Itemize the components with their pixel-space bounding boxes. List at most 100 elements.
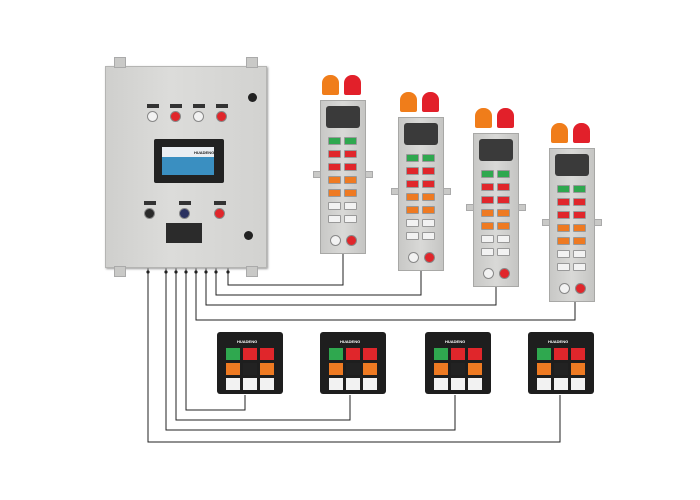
- door-lock-icon[interactable]: [244, 231, 253, 240]
- station-key-red[interactable]: [573, 211, 586, 219]
- panel-key-white[interactable]: [346, 378, 360, 390]
- reset-button[interactable]: [408, 252, 419, 263]
- station-key-green[interactable]: [497, 170, 510, 178]
- station-key-white[interactable]: [328, 215, 341, 223]
- station-key-green[interactable]: [573, 185, 586, 193]
- station-key-white[interactable]: [557, 250, 570, 258]
- alarm-button[interactable]: [424, 252, 435, 263]
- pushbutton-red[interactable]: [214, 208, 225, 219]
- station-key-white[interactable]: [557, 263, 570, 271]
- panel-key-red[interactable]: [554, 348, 568, 360]
- station-key-red[interactable]: [573, 198, 586, 206]
- touch-screen[interactable]: HUADENG: [154, 139, 224, 183]
- panel-key-red[interactable]: [468, 348, 482, 360]
- station-key-red[interactable]: [406, 180, 419, 188]
- panel-key-orange[interactable]: [571, 363, 585, 375]
- panel-key-orange[interactable]: [329, 363, 343, 375]
- alarm-button[interactable]: [575, 283, 586, 294]
- station-key-green[interactable]: [328, 137, 341, 145]
- panel-key-red[interactable]: [243, 348, 257, 360]
- station-key-orange[interactable]: [573, 224, 586, 232]
- panel-key-white[interactable]: [451, 378, 465, 390]
- station-key-white[interactable]: [481, 235, 494, 243]
- pushbutton-black[interactable]: [144, 208, 155, 219]
- station-key-orange[interactable]: [344, 176, 357, 184]
- reset-button[interactable]: [559, 283, 570, 294]
- station-key-red[interactable]: [557, 198, 570, 206]
- panel-key-orange[interactable]: [226, 363, 240, 375]
- station-key-orange[interactable]: [328, 189, 341, 197]
- panel-key-white[interactable]: [434, 378, 448, 390]
- station-key-red[interactable]: [481, 196, 494, 204]
- station-key-green[interactable]: [422, 154, 435, 162]
- station-key-orange[interactable]: [422, 193, 435, 201]
- pushbutton-red[interactable]: [216, 111, 227, 122]
- panel-key-green[interactable]: [537, 348, 551, 360]
- station-key-orange[interactable]: [481, 209, 494, 217]
- panel-key-orange[interactable]: [260, 363, 274, 375]
- panel-key-red[interactable]: [571, 348, 585, 360]
- panel-key-white[interactable]: [537, 378, 551, 390]
- pushbutton-white[interactable]: [193, 111, 204, 122]
- station-key-green[interactable]: [406, 154, 419, 162]
- station-key-red[interactable]: [497, 183, 510, 191]
- station-key-orange[interactable]: [557, 237, 570, 245]
- station-key-green[interactable]: [344, 137, 357, 145]
- station-key-orange[interactable]: [557, 224, 570, 232]
- station-key-red[interactable]: [328, 163, 341, 171]
- panel-key-red[interactable]: [346, 348, 360, 360]
- station-key-orange[interactable]: [344, 189, 357, 197]
- panel-key-white[interactable]: [468, 378, 482, 390]
- station-key-orange[interactable]: [422, 206, 435, 214]
- station-key-orange[interactable]: [328, 176, 341, 184]
- station-key-red[interactable]: [406, 167, 419, 175]
- station-key-white[interactable]: [344, 202, 357, 210]
- station-key-red[interactable]: [557, 211, 570, 219]
- station-key-red[interactable]: [481, 183, 494, 191]
- panel-key-white[interactable]: [260, 378, 274, 390]
- reset-button[interactable]: [330, 235, 341, 246]
- station-key-red[interactable]: [422, 180, 435, 188]
- station-key-white[interactable]: [573, 250, 586, 258]
- panel-key-white[interactable]: [329, 378, 343, 390]
- station-key-orange[interactable]: [481, 222, 494, 230]
- station-key-white[interactable]: [344, 215, 357, 223]
- panel-key-white[interactable]: [554, 378, 568, 390]
- station-key-white[interactable]: [573, 263, 586, 271]
- panel-key-orange[interactable]: [434, 363, 448, 375]
- station-key-white[interactable]: [422, 232, 435, 240]
- pushbutton-blue[interactable]: [179, 208, 190, 219]
- station-key-red[interactable]: [497, 196, 510, 204]
- station-key-white[interactable]: [422, 219, 435, 227]
- panel-key-green[interactable]: [434, 348, 448, 360]
- panel-key-white[interactable]: [363, 378, 377, 390]
- station-key-orange[interactable]: [573, 237, 586, 245]
- station-key-white[interactable]: [497, 248, 510, 256]
- panel-key-green[interactable]: [226, 348, 240, 360]
- station-key-white[interactable]: [406, 219, 419, 227]
- station-key-green[interactable]: [481, 170, 494, 178]
- station-key-orange[interactable]: [497, 222, 510, 230]
- pushbutton-white[interactable]: [147, 111, 158, 122]
- panel-key-orange[interactable]: [537, 363, 551, 375]
- station-key-orange[interactable]: [497, 209, 510, 217]
- panel-key-red[interactable]: [260, 348, 274, 360]
- door-lock-icon[interactable]: [248, 93, 257, 102]
- alarm-button[interactable]: [346, 235, 357, 246]
- panel-key-white[interactable]: [571, 378, 585, 390]
- station-key-white[interactable]: [328, 202, 341, 210]
- panel-key-red[interactable]: [451, 348, 465, 360]
- station-key-red[interactable]: [422, 167, 435, 175]
- panel-key-orange[interactable]: [468, 363, 482, 375]
- station-key-green[interactable]: [557, 185, 570, 193]
- panel-key-white[interactable]: [243, 378, 257, 390]
- station-key-orange[interactable]: [406, 193, 419, 201]
- reset-button[interactable]: [483, 268, 494, 279]
- pushbutton-red[interactable]: [170, 111, 181, 122]
- station-key-red[interactable]: [328, 150, 341, 158]
- station-key-orange[interactable]: [406, 206, 419, 214]
- panel-key-white[interactable]: [226, 378, 240, 390]
- alarm-button[interactable]: [499, 268, 510, 279]
- station-key-white[interactable]: [497, 235, 510, 243]
- station-key-white[interactable]: [406, 232, 419, 240]
